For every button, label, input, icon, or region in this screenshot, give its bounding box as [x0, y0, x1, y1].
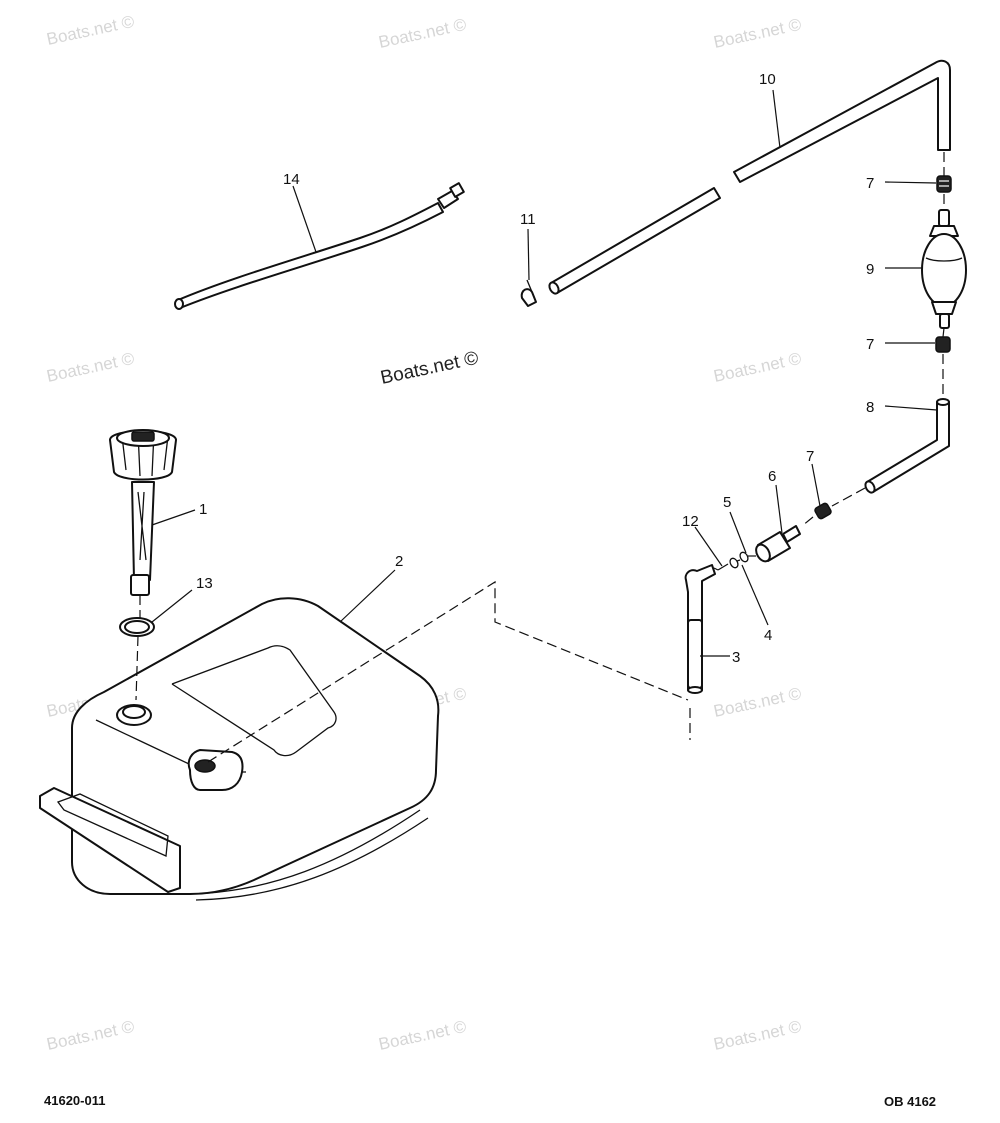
callout-5: 5	[723, 494, 731, 511]
part-7-fitting-lower	[814, 502, 832, 520]
watermark: Boats.net ©	[377, 15, 469, 52]
watermark: Boats.net ©	[45, 1017, 137, 1054]
callout-14: 14	[283, 171, 300, 188]
callout-7-lower: 7	[806, 448, 814, 465]
part-4-o-ring	[729, 557, 739, 569]
drawing-number-left: 41620-011	[44, 1093, 105, 1108]
center-watermark: Boats.net ©	[379, 348, 481, 389]
part-14-fuel-hose	[174, 182, 465, 310]
callout-4: 4	[764, 627, 772, 644]
part-7-fitting-top	[936, 175, 952, 193]
part-8-bent-hose	[864, 398, 950, 494]
callout-10: 10	[759, 71, 776, 88]
part-13-gasket	[119, 617, 155, 637]
callout-12: 12	[682, 513, 699, 530]
watermark: Boats.net ©	[45, 12, 137, 49]
watermark-layer: Boats.net © Boats.net © Boats.net © Boat…	[45, 12, 804, 1054]
part-9-primer-bulb	[921, 209, 967, 329]
watermark: Boats.net ©	[712, 15, 804, 52]
part-10-primer-hose	[548, 59, 951, 295]
callout-2: 2	[395, 553, 403, 570]
watermark: Boats.net ©	[712, 349, 804, 386]
callout-11: 11	[520, 211, 536, 228]
assembly-lines	[135, 152, 945, 763]
callout-3: 3	[732, 649, 740, 666]
part-1-filler-cap	[109, 429, 177, 596]
callout-labels: 1 2 3 4 5 6 7 7 7 8 9 10 11 12 13 14	[196, 71, 874, 666]
watermark: Boats.net ©	[712, 684, 804, 721]
callout-6: 6	[768, 468, 776, 485]
leader-lines	[151, 89, 938, 657]
callout-7-top: 7	[866, 175, 874, 192]
part-3-pickup-tube	[684, 564, 716, 694]
part-7-fitting-middle	[935, 336, 951, 353]
part-12-clip	[717, 563, 729, 571]
watermark: Boats.net ©	[377, 1017, 469, 1054]
part-6-connector	[755, 525, 801, 563]
part-5-o-ring	[739, 551, 749, 563]
callout-1: 1	[199, 501, 207, 518]
watermark: Boats.net ©	[45, 349, 137, 386]
callout-13: 13	[196, 575, 213, 592]
part-2-fuel-tank	[39, 597, 440, 901]
drawing-number-right: OB 4162	[884, 1094, 936, 1109]
watermark: Boats.net ©	[712, 1017, 804, 1054]
part-11-clamp	[520, 279, 537, 307]
callout-8: 8	[866, 399, 874, 416]
callout-7-middle: 7	[866, 336, 874, 353]
callout-9: 9	[866, 261, 874, 278]
